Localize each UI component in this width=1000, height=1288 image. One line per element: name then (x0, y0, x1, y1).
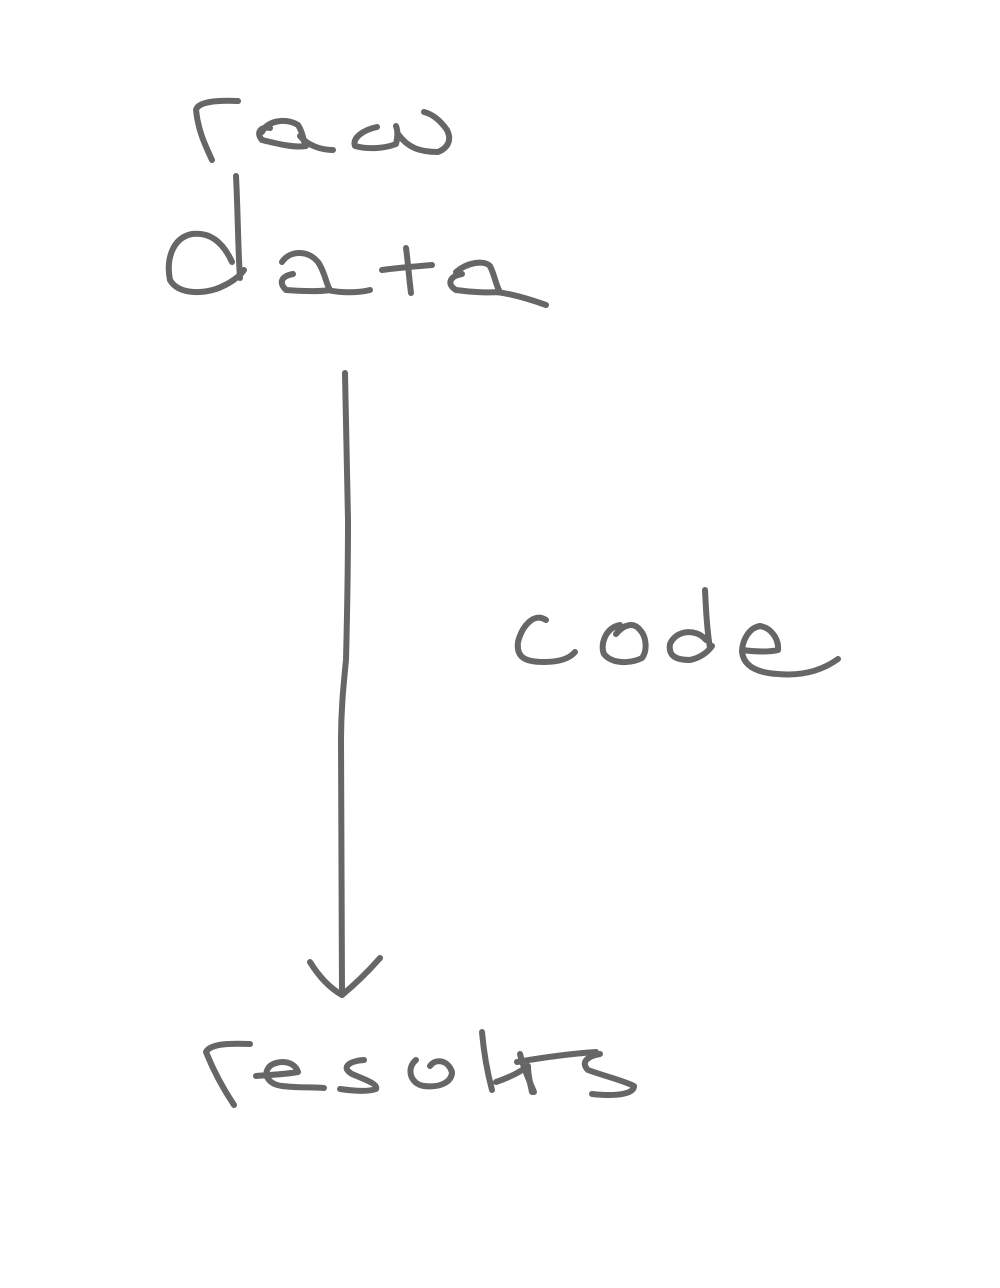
arrowhead-icon (307, 955, 383, 998)
connector-line (338, 370, 351, 998)
data-text (165, 173, 549, 308)
code-text (514, 587, 841, 678)
connector-arrow (307, 370, 383, 998)
raw-text (193, 97, 453, 163)
results-text (203, 1029, 637, 1108)
